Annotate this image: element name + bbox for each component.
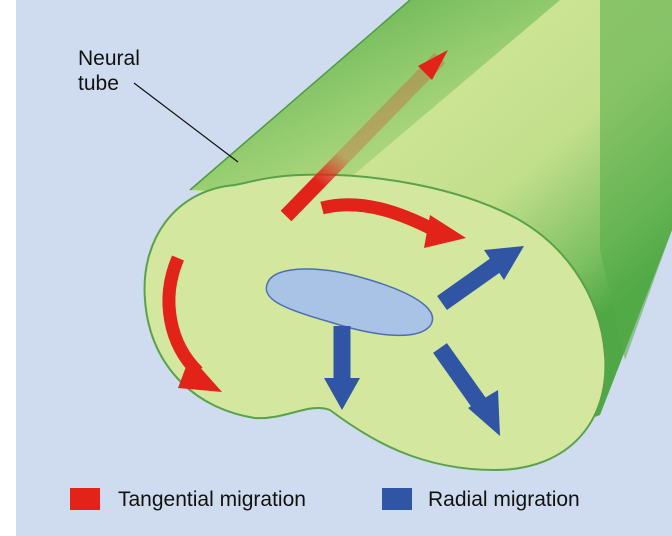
- legend-swatch-tangential: [70, 488, 100, 510]
- structure-label-line2: tube: [78, 71, 140, 96]
- structure-label-line1: Neural: [78, 46, 140, 71]
- legend-label-tangential: Tangential migration: [118, 487, 306, 512]
- label-leader-line: [134, 83, 238, 162]
- legend-label-radial: Radial migration: [428, 487, 580, 512]
- legend-swatch-radial: [382, 488, 412, 510]
- structure-label: Neural tube: [78, 46, 140, 96]
